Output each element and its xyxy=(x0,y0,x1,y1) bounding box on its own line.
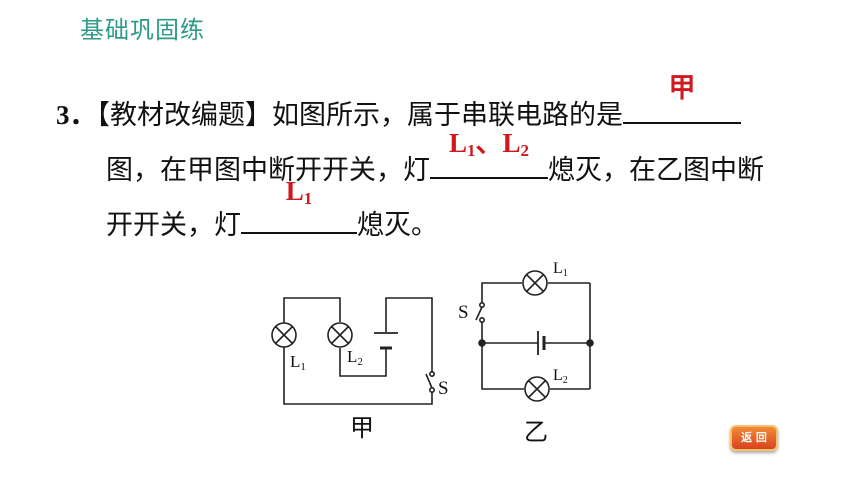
yi-battery xyxy=(537,331,546,355)
circuit-jia xyxy=(271,297,435,405)
jia-lamp-1 xyxy=(271,322,297,348)
answer-1: 甲 xyxy=(668,73,696,103)
jia-switch xyxy=(425,370,435,393)
yi-junction-left xyxy=(478,339,486,347)
question-text-3a: 开开关，灯 xyxy=(106,210,241,241)
yi-wire-top xyxy=(481,282,522,303)
answer-3-sub: 1 xyxy=(303,189,313,208)
jia-battery xyxy=(374,332,398,350)
back-button[interactable]: 返 回 xyxy=(730,425,778,451)
jia-switch-label: S xyxy=(438,378,449,399)
answer-2-sub1: 1 xyxy=(467,141,476,160)
answer-blank-1: 甲 xyxy=(623,73,741,124)
yi-switch-label: S xyxy=(458,302,469,323)
answer-2-sub2: 2 xyxy=(520,141,530,160)
answer-2-l2: 、L xyxy=(475,128,521,158)
answer-blank-3: L1 xyxy=(241,176,357,234)
answer-2-l1: L xyxy=(448,128,467,158)
jia-caption: 甲 xyxy=(350,414,374,442)
yi-lamp2-label: L2 xyxy=(553,367,568,386)
section-title: 基础巩固练 xyxy=(80,16,205,44)
question-text-1: 【教材改编题】如图所示，属于串联电路的是 xyxy=(96,100,624,131)
jia-wire-left xyxy=(283,297,433,405)
yi-junction-right xyxy=(586,339,594,347)
question-text-3b: 熄灭。 xyxy=(357,210,438,241)
yi-caption: 乙 xyxy=(524,418,548,446)
jia-lamp2-label: L2 xyxy=(347,347,363,368)
jia-lamp1-label: L1 xyxy=(290,352,306,373)
answer-3: L1 xyxy=(241,176,357,209)
yi-lamp-2 xyxy=(524,376,550,402)
question-text-2a: 图，在甲图中断开开关，灯 xyxy=(106,155,430,186)
yi-wire-left xyxy=(481,318,524,390)
yi-lamp1-label: L1 xyxy=(553,260,568,279)
yi-lamp-1 xyxy=(522,270,548,296)
jia-wire-top xyxy=(385,297,433,372)
answer-3-l: L xyxy=(285,176,304,206)
question-line-1: 3．【教材改编题】如图所示，属于串联电路的是 甲 xyxy=(56,73,741,132)
answer-2: L1、L2 xyxy=(430,121,548,161)
circuit-yi xyxy=(475,270,594,402)
jia-lamp-2 xyxy=(327,322,353,348)
question-number: 3． xyxy=(56,100,97,130)
yi-switch xyxy=(475,301,485,323)
question-text-2b: 熄灭，在乙图中断 xyxy=(548,155,764,186)
answer-blank-2: L1、L2 xyxy=(430,128,548,179)
jia-wire-right xyxy=(339,348,387,377)
